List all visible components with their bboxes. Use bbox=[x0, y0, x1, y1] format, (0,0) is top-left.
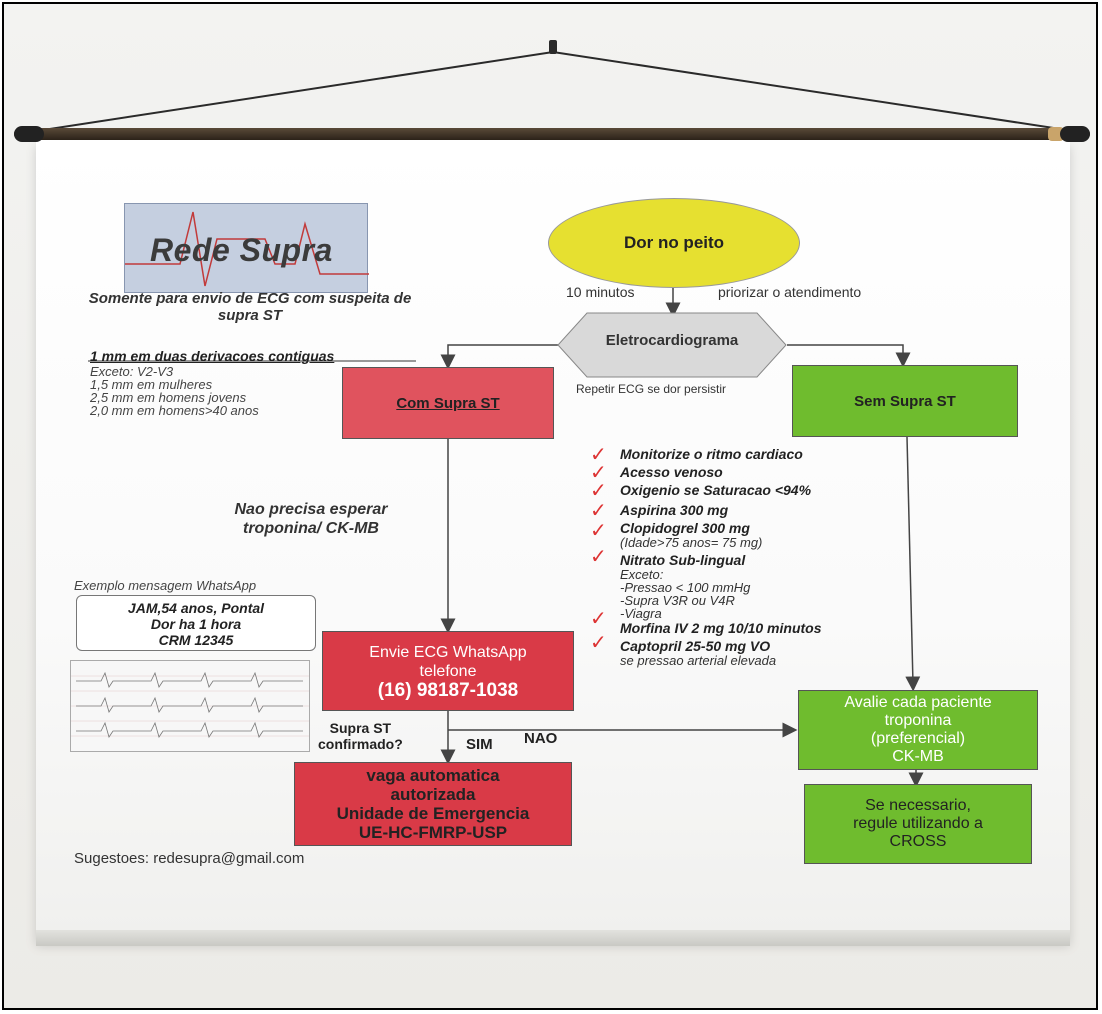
vaga-line: UE-HC-FMRP-USP bbox=[358, 823, 508, 842]
whatsapp-line: JAM,54 anos, Pontal bbox=[127, 600, 265, 616]
whatsapp-line: CRM 12345 bbox=[158, 632, 234, 648]
criteria-list: Exceto: V2-V3 1,5 mm em mulheres 2,5 mm … bbox=[90, 365, 259, 417]
vaga-line: vaga automatica bbox=[366, 766, 500, 785]
vaga-box: vaga automatica autorizada Unidade de Em… bbox=[294, 762, 572, 846]
ecg-trace-icon bbox=[125, 211, 369, 287]
step-sub: se pressao arterial elevada bbox=[620, 653, 777, 668]
step-sub: -Pressao < 100 mmHg bbox=[620, 580, 751, 595]
step-item: Monitorize o ritmo cardiaco bbox=[620, 446, 803, 462]
step-sub: -Supra V3R ou V4R bbox=[620, 593, 735, 608]
avalie-line: troponina bbox=[884, 712, 952, 729]
avalie-line: Avalie cada paciente bbox=[844, 694, 992, 711]
step-item: Nitrato Sub-lingual bbox=[620, 552, 746, 568]
send-ecg-line1: Envie ECG WhatsApp bbox=[369, 643, 527, 661]
send-ecg-phone: (16) 98187-1038 bbox=[377, 679, 519, 701]
ecg-sample-image bbox=[70, 660, 310, 752]
sem-supra-label: Sem Supra ST bbox=[854, 392, 956, 410]
criteria-item: 1,5 mm em mulheres bbox=[90, 377, 213, 392]
check-icon: ✓ bbox=[590, 500, 607, 522]
regule-line: Se necessario, bbox=[865, 797, 971, 814]
avalie-line: (preferencial) bbox=[870, 730, 966, 747]
criteria-item: 2,5 mm em homens jovens bbox=[90, 390, 247, 405]
criteria-item: 2,0 mm em homens>40 anos bbox=[90, 403, 259, 418]
supra-confirm-question: Supra ST confirmado? bbox=[318, 720, 403, 752]
com-supra-box: Com Supra ST bbox=[342, 367, 554, 439]
send-ecg-line2: telefone bbox=[419, 662, 477, 680]
check-icon: ✓ bbox=[590, 546, 607, 568]
check-icon: ✓ bbox=[590, 444, 607, 466]
footer-contact: Sugestoes: redesupra@gmail.com bbox=[74, 850, 305, 867]
question-line: confirmado? bbox=[318, 736, 403, 752]
arrow-sem-to-avalie bbox=[905, 436, 921, 692]
check-icon: ✓ bbox=[590, 480, 607, 502]
check-icon: ✓ bbox=[590, 462, 607, 484]
regule-line: regule utilizando a bbox=[853, 815, 983, 832]
start-label: Dor no peito bbox=[623, 233, 725, 252]
repeat-ecg-note: Repetir ECG se dor persistir bbox=[576, 382, 727, 396]
yes-label: SIM bbox=[466, 736, 493, 753]
whatsapp-line: Dor ha 1 hora bbox=[150, 616, 242, 632]
whatsapp-example-title: Exemplo mensagem WhatsApp bbox=[74, 578, 257, 593]
no-label: NAO bbox=[524, 730, 558, 747]
send-ecg-box: Envie ECG WhatsApp telefone (16) 98187-1… bbox=[322, 631, 574, 711]
step-sub: Exceto: bbox=[620, 567, 664, 582]
step-sub: (Idade>75 anos= 75 mg) bbox=[620, 535, 763, 550]
step-item: Clopidogrel 300 mg bbox=[620, 520, 750, 536]
avalie-box: Avalie cada paciente troponina (preferen… bbox=[798, 690, 1038, 770]
arrow-ecg-to-sem bbox=[787, 344, 911, 368]
poster-top-rod bbox=[14, 128, 1090, 140]
logo-note: Somente para envio de ECG com suspeita d… bbox=[88, 290, 412, 324]
time-note: 10 minutos bbox=[566, 284, 635, 300]
check-icon: ✓ bbox=[590, 632, 607, 654]
arrow-ecg-to-com bbox=[440, 344, 558, 370]
step-item: Oxigenio se Saturacao <94% bbox=[620, 482, 812, 498]
start-oval: Dor no peito bbox=[548, 198, 800, 288]
vaga-line: Unidade de Emergencia bbox=[336, 804, 530, 823]
avalie-line: CK-MB bbox=[892, 748, 944, 765]
criteria-item: Exceto: V2-V3 bbox=[90, 364, 174, 379]
whatsapp-message-bubble: JAM,54 anos, Pontal Dor ha 1 hora CRM 12… bbox=[76, 595, 316, 651]
priority-note: priorizar o atendimento bbox=[718, 284, 862, 300]
logo-title: Rede Supra bbox=[150, 232, 333, 268]
ecg-diamond bbox=[557, 312, 787, 378]
ecg-label: Eletrocardiograma bbox=[605, 332, 739, 349]
step-item: Aspirina 300 mg bbox=[620, 502, 729, 518]
rede-supra-logo bbox=[124, 203, 369, 293]
vaga-line: autorizada bbox=[390, 785, 476, 804]
troponin-note: Nao precisa esperar troponina/ CK-MB bbox=[234, 501, 388, 537]
step-item: Morfina IV 2 mg 10/10 minutos bbox=[620, 620, 822, 636]
com-supra-label: Com Supra ST bbox=[396, 394, 500, 412]
check-icon: ✓ bbox=[590, 608, 607, 630]
wall-hook bbox=[549, 40, 557, 54]
question-line: Supra ST bbox=[329, 720, 392, 736]
step-sub: -Viagra bbox=[620, 606, 662, 621]
regule-box: Se necessario, regule utilizando a CROSS bbox=[804, 784, 1032, 864]
rod-cap-left bbox=[14, 126, 44, 142]
regule-line: CROSS bbox=[889, 833, 947, 850]
step-item: Captopril 25-50 mg VO bbox=[620, 638, 771, 654]
step-item: Acesso venoso bbox=[620, 464, 723, 480]
criteria-title: 1 mm em duas derivacoes contiguas bbox=[90, 348, 335, 364]
ecg-strip-graphic bbox=[71, 671, 309, 738]
check-icon: ✓ bbox=[590, 520, 607, 542]
poster-bottom-rod bbox=[36, 930, 1070, 946]
rod-cap-right bbox=[1060, 126, 1090, 142]
sem-supra-box: Sem Supra ST bbox=[792, 365, 1018, 437]
